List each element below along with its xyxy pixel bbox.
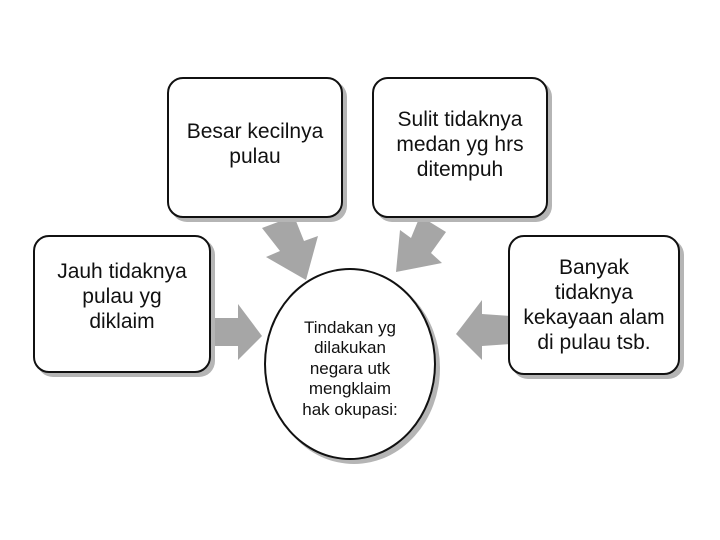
arrow-from-top-left (262, 216, 318, 280)
box-jauh-tidaknya-pulau: Jauh tidaknya pulau yg diklaim (33, 235, 211, 373)
box-label: Sulit tidaknya medan yg hrs ditempuh (396, 108, 524, 182)
arrow-from-right (456, 300, 510, 360)
box-label: Banyak tidaknya kekayaan alam di pulau t… (523, 255, 665, 355)
arrow-from-top-right (396, 216, 446, 272)
box-sulit-tidaknya-medan: Sulit tidaknya medan yg hrs ditempuh (372, 77, 548, 218)
circle-label: Tindakan yg dilakukan negara utk mengkla… (302, 318, 398, 419)
box-banyak-tidaknya-kekayaan: Banyak tidaknya kekayaan alam di pulau t… (508, 235, 680, 375)
center-circle-tindakan: Tindakan yg dilakukan negara utk mengkla… (264, 268, 436, 460)
box-label: Jauh tidaknya pulau yg diklaim (57, 260, 187, 334)
arrow-from-left (212, 304, 262, 360)
box-label: Besar kecilnya pulau (186, 120, 324, 169)
box-besar-kecilnya-pulau: Besar kecilnya pulau (167, 77, 343, 218)
